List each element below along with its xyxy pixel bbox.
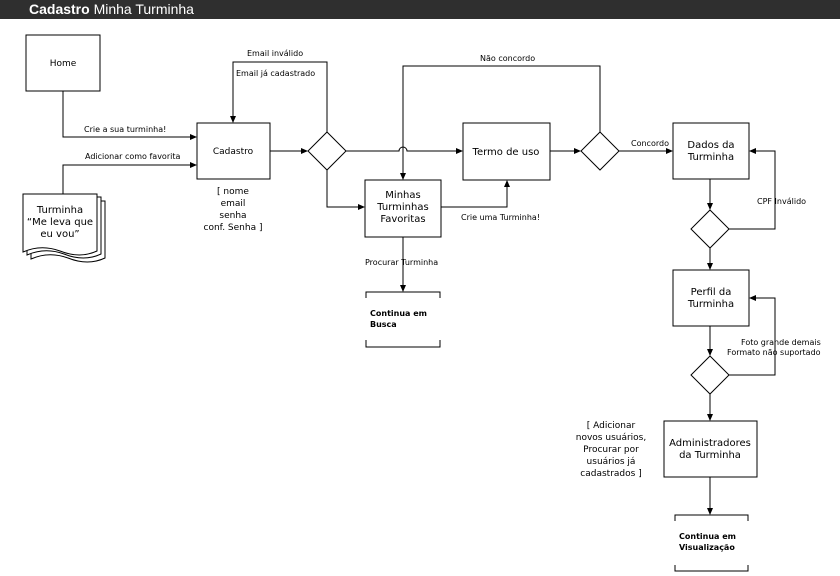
arrowhead xyxy=(400,285,406,292)
annotation-admin-line-5: cadastrados ] xyxy=(580,469,641,479)
arrowhead xyxy=(749,148,756,154)
arrowhead xyxy=(749,295,756,301)
node-perfil-line-1: Perfil da xyxy=(691,287,732,298)
annotation-cadastro-line-4: conf. Senha ] xyxy=(204,223,263,233)
node-turminha-line-3: eu vou” xyxy=(40,229,79,240)
node-continua-busca-line-1: Continua em xyxy=(370,309,427,318)
arrowhead xyxy=(707,349,713,356)
page-title: Cadastro Minha Turminha xyxy=(29,1,194,18)
node-continua-visualizacao-line-1: Continua em xyxy=(679,532,736,541)
decision-foto xyxy=(690,355,730,395)
arrowhead xyxy=(574,148,581,154)
edge-turminha-cadastro xyxy=(62,164,191,194)
arrowhead xyxy=(504,180,510,187)
node-dados-line-1: Dados da xyxy=(687,140,734,151)
edge-home-cadastro xyxy=(62,91,191,138)
edge-label-formato: Formato não suportado xyxy=(727,348,821,357)
node-perfil xyxy=(672,269,750,327)
node-admins xyxy=(663,420,758,478)
annotation-cadastro-line-2: email xyxy=(221,199,246,209)
node-continua-busca-line-2: Busca xyxy=(370,320,397,329)
node-cadastro xyxy=(196,122,271,180)
node-continua-visualizacao-line-2: Visualização xyxy=(679,543,735,552)
title-bar: Cadastro Minha Turminha xyxy=(0,0,840,19)
node-dados-line-2: Turminha xyxy=(687,152,734,163)
node-home-label: Home xyxy=(50,59,77,69)
node-favoritas-line-2: Turminhas xyxy=(376,202,428,213)
node-perfil-line-2: Turminha xyxy=(687,299,734,310)
node-favoritas-line-3: Favoritas xyxy=(380,214,425,225)
edge-label-cpf-invalido: CPF Inválido xyxy=(757,197,806,206)
title-rest: Minha Turminha xyxy=(93,1,194,17)
arrowhead xyxy=(190,162,197,168)
edge-decision-favoritas xyxy=(326,170,359,208)
annotation-admin-line-3: Procurar por xyxy=(583,445,639,455)
annotation-admin-notes: [ Adicionar novos usuários, Procurar por… xyxy=(576,421,646,479)
arrowhead xyxy=(400,173,406,180)
arrowhead xyxy=(230,116,236,123)
node-turminha-line-2: “Me leva que xyxy=(27,217,93,228)
node-termo-label: Termo de uso xyxy=(472,147,540,158)
decision-email xyxy=(307,131,347,171)
edge-label-email-invalido: Email inválido xyxy=(247,49,303,58)
node-termo xyxy=(462,122,551,181)
decision-cpf xyxy=(690,209,730,249)
arrowhead xyxy=(190,134,197,140)
node-turminha-doc: Turminha “Me leva que eu vou” xyxy=(22,193,106,263)
annotation-cadastro-line-3: senha xyxy=(219,211,246,221)
arrowhead xyxy=(666,148,673,154)
node-dados xyxy=(672,122,750,180)
edge-favoritas-termo xyxy=(441,186,508,208)
edge-label-email-cadastrado: Email já cadastrado xyxy=(236,69,315,78)
edge-label-crie-turminha: Crie a sua turminha! xyxy=(84,125,166,134)
edge-nao-concordo-loop xyxy=(402,65,601,174)
node-admins-line-1: Administradores xyxy=(669,438,751,449)
edge-photo-loop xyxy=(729,297,776,376)
arrowhead xyxy=(707,263,713,270)
edge-label-adicionar-favorita: Adicionar como favorita xyxy=(85,152,180,161)
arrowhead xyxy=(707,508,713,515)
arrowhead xyxy=(707,203,713,210)
node-turminha-line-1: Turminha xyxy=(36,205,83,216)
edge-cpf-loop xyxy=(729,150,776,230)
node-favoritas-line-1: Minhas xyxy=(385,190,420,201)
arrowhead xyxy=(301,148,308,154)
node-favoritas xyxy=(364,179,442,238)
edge-decision-termo xyxy=(346,146,457,152)
title-bold: Cadastro xyxy=(29,1,90,17)
edge-label-crie-uma: Crie uma Turminha! xyxy=(461,213,540,222)
node-continua-busca: Continua em Busca xyxy=(365,291,441,348)
edge-email-error-loop xyxy=(232,61,328,132)
decision-termo xyxy=(580,131,620,171)
edge-label-concordo: Concordo xyxy=(631,139,669,148)
annotation-cadastro-line-1: [ nome xyxy=(217,187,249,197)
node-continua-visualizacao: Continua em Visualização xyxy=(674,514,749,572)
node-home xyxy=(25,34,101,92)
annotation-admin-line-4: usuários já xyxy=(587,457,636,467)
edge-label-foto-grande: Foto grande demais xyxy=(741,338,821,347)
arrowhead xyxy=(707,414,713,421)
node-cadastro-label: Cadastro xyxy=(213,147,254,157)
edge-label-procurar: Procurar Turminha xyxy=(365,258,438,267)
annotation-cadastro-fields: [ nome email senha conf. Senha ] xyxy=(204,187,263,233)
node-admins-line-2: da Turminha xyxy=(679,450,741,461)
annotation-admin-line-1: [ Adicionar xyxy=(587,421,636,431)
annotation-admin-line-2: novos usuários, xyxy=(576,433,646,443)
arrowhead xyxy=(358,204,365,210)
edge-label-nao-concordo: Não concordo xyxy=(480,54,535,63)
arrowhead xyxy=(456,148,463,154)
